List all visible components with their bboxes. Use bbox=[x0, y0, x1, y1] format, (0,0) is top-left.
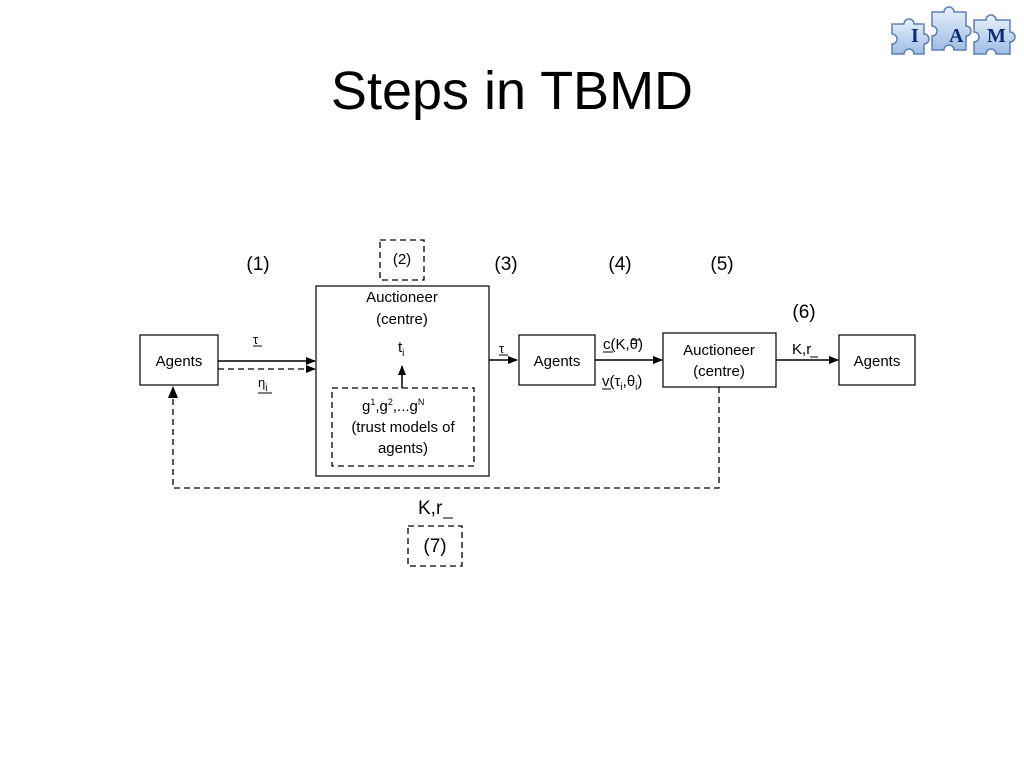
step-3-label: (3) bbox=[494, 254, 517, 275]
c-label: c(K,θ) bbox=[603, 336, 643, 353]
feedback-dashed-line bbox=[172, 387, 720, 489]
tau-label-2: τ bbox=[499, 341, 505, 356]
agents-box-1 bbox=[139, 334, 219, 386]
auctioneer-label-2: Auctioneer bbox=[683, 342, 755, 359]
trust-models-g-line: g1,g2,...gN bbox=[362, 397, 424, 415]
step-2-dashed-box bbox=[379, 239, 425, 281]
auctioneer-label-1: Auctioneer bbox=[366, 289, 438, 306]
agents-box-3-label: Agents bbox=[854, 353, 901, 370]
centre-label-1: (centre) bbox=[376, 311, 428, 328]
puzzle-pieces-icon bbox=[891, 6, 1016, 55]
tau-label-1: τ bbox=[253, 332, 259, 347]
trust-models-line-3: agents) bbox=[378, 440, 428, 457]
iam-logo: I A M bbox=[886, 2, 1018, 64]
t-i-label: ti bbox=[398, 339, 404, 359]
trust-models-line-2: (trust models of bbox=[351, 419, 455, 436]
step-2-label: (2) bbox=[393, 251, 411, 268]
step-4-label: (4) bbox=[608, 254, 631, 275]
step-1-label: (1) bbox=[246, 254, 269, 275]
agents-box-2-label: Agents bbox=[534, 353, 581, 370]
step-6-label: (6) bbox=[792, 302, 815, 323]
agents-box-3 bbox=[838, 334, 916, 386]
logo-letter-i: I bbox=[911, 25, 919, 47]
trust-models-dashed-box bbox=[331, 387, 475, 467]
v-label: v(τi,θi) bbox=[602, 373, 642, 393]
step-7-label: (7) bbox=[423, 536, 446, 557]
k-r-label-top: K,r bbox=[792, 341, 811, 358]
step-7-dashed-box bbox=[407, 525, 463, 567]
agents-box-1-label: Agents bbox=[156, 353, 203, 370]
logo-letter-a: A bbox=[949, 25, 964, 47]
centre-label-2: (centre) bbox=[693, 363, 745, 380]
feedback-arrowhead bbox=[168, 386, 178, 398]
slide-title: Steps in TBMD bbox=[330, 61, 694, 121]
eta-label: ηi bbox=[258, 375, 267, 394]
auctioneer-centre-box-2 bbox=[662, 332, 777, 388]
step-5-label: (5) bbox=[710, 254, 733, 275]
k-r-label-bottom: K,r bbox=[418, 498, 443, 519]
logo-letter-m: M bbox=[987, 25, 1006, 47]
